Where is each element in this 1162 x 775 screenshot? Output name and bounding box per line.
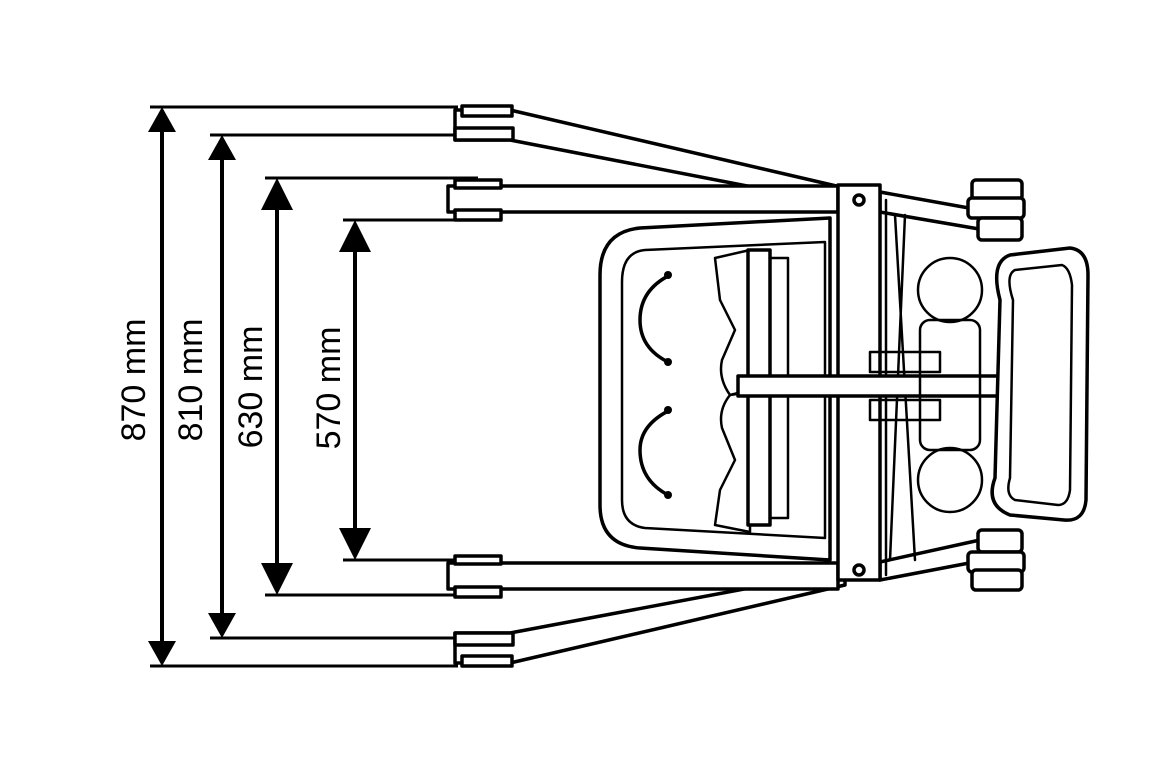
inner-leg-top: [446, 178, 840, 222]
lift-top-view: [446, 104, 1090, 668]
dimension-label-570: 570 mm: [310, 327, 348, 450]
push-handle: [990, 246, 1090, 522]
motor-unit: [916, 256, 984, 514]
dimension-810: 810 mm: [172, 133, 458, 640]
rear-arm-top: [878, 178, 1026, 242]
arrowhead-630-bottom: [261, 563, 293, 595]
arrowhead-810-bottom: [208, 613, 236, 638]
sling-frame: [598, 216, 832, 562]
arrowhead-570-bottom: [339, 528, 371, 560]
dimension-label-870: 870 mm: [115, 319, 153, 442]
dimension-570: 570 mm: [310, 218, 478, 562]
arrowhead-630-top: [261, 178, 293, 210]
outer-leg-bottom: [453, 568, 847, 668]
dimension-label-630: 630 mm: [232, 326, 270, 449]
dimension-630: 630 mm: [232, 176, 478, 597]
arrowhead-810-top: [208, 135, 236, 160]
dimension-870: 870 mm: [115, 105, 458, 668]
rear-arm-bottom: [878, 528, 1026, 592]
arrowhead-870-top: [148, 107, 176, 132]
dimension-label-810: 810 mm: [172, 319, 210, 442]
arrowhead-870-bottom: [148, 641, 176, 666]
arrowhead-570-top: [339, 220, 371, 252]
